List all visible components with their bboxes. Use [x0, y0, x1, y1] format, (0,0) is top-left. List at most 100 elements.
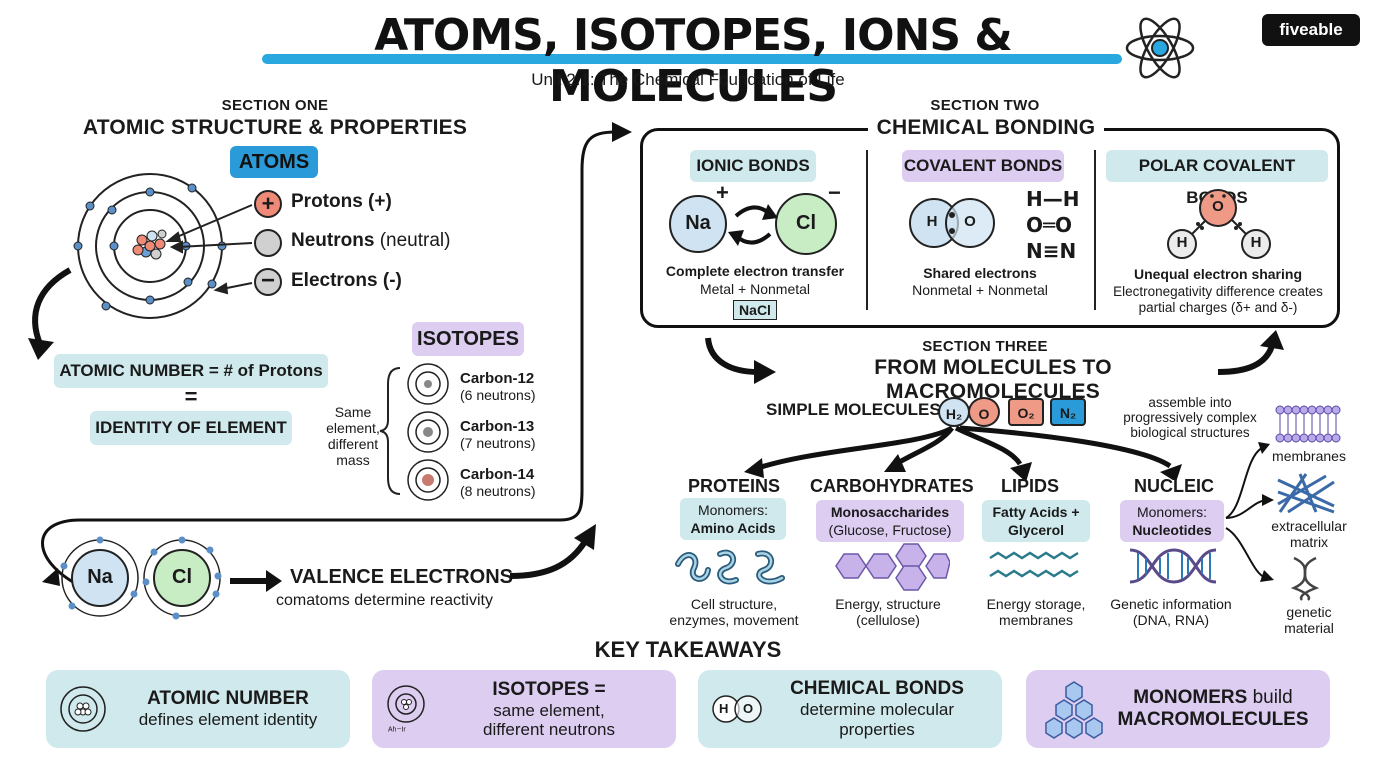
protein-chain-icon: [675, 549, 785, 585]
carbohydrates-function: Energy, structure (cellulose): [835, 596, 941, 628]
carbohydrates-title: CARBOHYDRATES: [810, 476, 974, 496]
takeaway-card: MONOMERS build MACROMOLECULES: [1026, 670, 1330, 748]
polar-desc: Unequal electron sharing: [1133, 266, 1303, 282]
bond-icon-o: O: [743, 701, 754, 716]
isotope-brace: [379, 367, 401, 495]
output-arrows: [1225, 442, 1274, 582]
takeaway-desc-2: different neutrons: [483, 720, 615, 739]
covalent-bond-diagram: [909, 198, 995, 248]
curved-arrow-up-icon: [1217, 330, 1284, 375]
ionic-bonds-pill: IONIC BONDS: [690, 150, 816, 182]
lipids-title: LIPIDS: [1000, 476, 1059, 496]
isotope-icon-label: ᴬʰ⁻ᴵʳ: [388, 726, 406, 737]
takeaways-title: KEY TAKEAWAYS: [594, 637, 782, 662]
takeaway-desc: same element,: [493, 701, 605, 720]
isotope-name: Carbon-13: [460, 418, 535, 435]
isotope-neutrons: (8 neutrons): [460, 483, 536, 499]
section-one-title: ATOMIC STRUCTURE & PROPERTIES: [82, 116, 468, 139]
atoms-pill: ATOMS: [230, 146, 318, 178]
h2-molecule: H₂: [938, 397, 970, 427]
section-three-label: SECTION THREE: [922, 338, 1048, 355]
equals-sign: =: [184, 384, 198, 409]
hexagon-chain-icon: [835, 543, 950, 591]
arrow-left-icon: [42, 568, 60, 586]
covalent-bonds-pill: COVALENT BONDS: [902, 150, 1064, 182]
curved-arrow-icon: [28, 267, 72, 360]
polar-o-label: O: [1212, 198, 1224, 215]
protons-label: Protons (+): [291, 191, 392, 212]
ionic-na-label: Na: [685, 212, 711, 234]
ionic-desc: Complete electron transfer: [665, 263, 845, 279]
brand-logo[interactable]: fiveable: [1262, 14, 1360, 46]
valence-title: VALENCE ELECTRONS: [290, 566, 513, 588]
electrons-label: Electrons (-): [291, 270, 402, 291]
electron-icon: −: [254, 268, 282, 296]
bond-icon: [712, 695, 762, 723]
isotope-note: Same element, different mass: [326, 404, 380, 468]
hexagon-stack-icon: [1045, 681, 1103, 739]
branch-arrows: [744, 425, 1182, 480]
takeaway-desc-2: properties: [839, 720, 915, 739]
fatty-acid-icon: [989, 551, 1079, 578]
assemble-note: assemble into progressively complex biol…: [1123, 395, 1257, 440]
section-two-title: CHEMICAL BONDING: [868, 116, 1104, 140]
ionic-desc2: Metal + Nonmetal: [699, 281, 811, 297]
takeaway-card: ᴬʰ⁻ᴵʳ ISOTOPES = same element, different…: [372, 670, 676, 748]
matrix-label: extracellular matrix: [1271, 518, 1347, 550]
isotope-name: Carbon-14: [460, 466, 535, 483]
takeaway-desc: determine molecular: [799, 700, 954, 719]
lipids-monomer: Fatty Acids + Glycerol: [982, 500, 1090, 542]
section-two-label: SECTION TWO: [930, 97, 1040, 114]
dna-strand-icon: [1290, 556, 1320, 601]
polar-h-label-2: H: [1250, 234, 1262, 251]
polar-bonds-pill: POLAR COVALENT BONDS: [1106, 150, 1328, 207]
dna-helix-icon: [1129, 548, 1217, 584]
curved-arrow-up-icon: [509, 524, 596, 579]
o-atom: O: [968, 397, 1000, 427]
atomic-number-pill: ATOMIC NUMBER = # of Protons: [54, 354, 328, 388]
takeaway-title-rest: build: [1252, 687, 1293, 708]
atom-icon: [60, 686, 106, 732]
covalent-o-label: O: [964, 213, 976, 230]
bond-icon-h: H: [719, 701, 729, 716]
proton-icon: +: [254, 190, 282, 218]
isotope-neutrons: (6 neutrons): [460, 387, 536, 403]
ionic-bond-diagram: [669, 193, 837, 255]
polar-desc3: partial charges (δ+ and δ-): [1138, 300, 1298, 315]
o2-molecule: O₂: [1008, 398, 1044, 426]
valence-desc: comatoms determine reactivity: [276, 592, 493, 609]
section-one-label: SECTION ONE: [221, 97, 329, 114]
page-title: ATOMS, ISOTOPES, IONS & MOLECULES: [374, 10, 1012, 112]
nacl-badge: NaCl: [733, 300, 777, 320]
lipids-function: Energy storage, membranes: [986, 596, 1086, 628]
proteins-function: Cell structure, enzymes, movement: [669, 596, 799, 628]
cl-atom-icon: [142, 536, 222, 620]
takeaway-card: H O CHEMICAL BONDS determine molecular p…: [698, 670, 1002, 748]
simple-molecules-label: SIMPLE MOLECULES: [766, 400, 941, 419]
takeaway-title: ISOTOPES =: [492, 679, 606, 700]
isotopes-pill: ISOTOPES: [412, 322, 524, 356]
flow-connector-arrow: [41, 122, 632, 588]
bohr-atom-diagram: [73, 173, 227, 319]
polar-h-label: H: [1176, 234, 1188, 251]
nucleic-acids-function: Genetic information (DNA, RNA): [1110, 596, 1232, 628]
isotope-atoms-icon: [407, 363, 449, 501]
extracellular-matrix-icon: [1277, 473, 1335, 514]
takeaway-title: ATOMIC NUMBER: [147, 688, 309, 709]
polar-desc2: Electronegativity difference creates: [1113, 284, 1323, 299]
covalent-h-label: H: [926, 213, 938, 230]
neutrons-note: (neutral): [379, 230, 451, 251]
membranes-label: membranes: [1272, 448, 1346, 464]
isotope-neutrons: (7 neutrons): [460, 435, 536, 451]
covalent-desc2: Nonmetal + Nonmetal: [912, 282, 1048, 298]
na-atom-icon: [60, 536, 139, 617]
membrane-icon: [1275, 405, 1341, 443]
neutron-icon: [254, 229, 282, 257]
takeaway-title: CHEMICAL BONDS: [790, 678, 964, 699]
polar-bond-diagram: [1167, 189, 1271, 259]
cl-label: Cl: [172, 566, 192, 588]
title-underline: [262, 54, 1122, 64]
minus-charge: −: [828, 180, 841, 205]
divider: [866, 150, 868, 310]
covalent-desc: Shared electrons: [923, 265, 1037, 281]
